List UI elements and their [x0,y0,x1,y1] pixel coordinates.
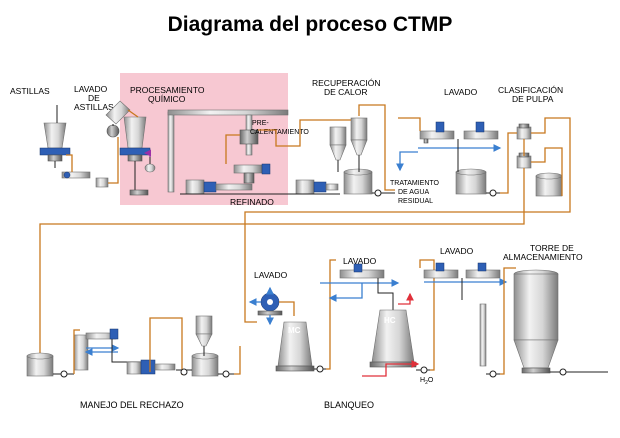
label-recuperacion-1: RECUPERACIÓN [312,78,380,88]
refiner-secondary [233,163,271,184]
heat-recovery-cyclone-1 [329,126,347,161]
label-procesamiento-2: QUÍMICO [148,94,186,104]
pump-storage [559,368,567,376]
impregnation-vessel [119,116,151,196]
label-precalentamiento-2: CALENTAMIENTO [250,129,309,136]
washer-press-top-right [463,121,499,140]
chip-bin [39,105,71,168]
reject-refined-tank [191,352,219,377]
label-astillas: ASTILLAS [10,86,50,96]
pump-washer-mid [489,370,497,378]
label-precalentamiento-1: PRE- [252,120,269,127]
chip-screw-feeder [61,171,109,188]
section-blanqueo: BLANQUEO [324,400,374,410]
label-tratamiento-3: RESIDUAL [398,198,433,205]
preheater-column [167,109,289,193]
reject-refiner [126,359,176,375]
label-hc: HC [384,316,396,325]
diagram-title: Diagrama del proceso CTMP [168,13,453,36]
label-lavado-astillas-1: LAVADO [74,84,108,94]
washer-press-mid-right-1 [423,262,459,279]
pressure-screen-1 [516,123,532,140]
label-torre-1: TORRE DE [530,243,574,253]
pump-hc [420,366,428,374]
label-lavado-mid-right: LAVADO [440,246,474,256]
label-lavado-mid-left: LAVADO [254,270,288,280]
heat-recovery-cyclone-2 [350,117,368,156]
reject-chest [26,352,54,377]
label-lavado-astillas-3: ASTILLAS [74,102,114,112]
section-manejo-rechazo: MANEJO DEL RECHAZO [80,400,184,410]
reject-screw-press [73,328,119,371]
storage-tower [513,269,559,374]
hc-bleach-tower: HC [369,309,417,368]
washer-press-mid-right-2 [465,262,501,279]
pump-washer-top [489,189,497,197]
washed-pulp-standpipe [479,303,487,367]
mc-bleach-tower: MC [275,321,315,372]
chip-washer [105,100,131,138]
refiner-tertiary [295,179,339,195]
washed-pulp-tank [455,168,487,195]
label-recuperacion-2: DE CALOR [324,87,367,97]
label-procesamiento-1: PROCESAMIENTO [130,85,205,95]
screened-pulp-tank [535,172,563,197]
wash-filter-drum [257,292,283,316]
label-tratamiento-2: DE AGUA [398,189,429,196]
label-lavado-mid-center: LAVADO [343,256,377,266]
chemical-mixer [144,149,156,173]
pump-reject-3 [222,370,230,378]
label-tratamiento-1: TRATAMIENTO [390,180,440,187]
pump-mc [316,365,324,373]
pump-reject-1 [60,370,68,378]
label-refinado: REFINADO [230,197,274,207]
pump-reject-2 [180,368,188,376]
washer-press-top-left [419,121,455,144]
label-mc: MC [288,326,301,335]
label-clasificacion-1: CLASIFICACIÓN [498,85,563,95]
label-h2o: H2O [420,377,434,386]
washer-press-mid-left [339,263,385,279]
label-clasificacion-2: DE PULPA [512,94,554,104]
pump-heat-recovery [374,189,382,197]
label-lavado-top: LAVADO [444,87,478,97]
latency-chest [343,168,373,195]
label-torre-2: ALMACENAMIENTO [503,252,583,262]
reject-cyclone [195,315,213,347]
label-lavado-astillas-2: DE [88,93,100,103]
refiner-primary [185,179,253,195]
